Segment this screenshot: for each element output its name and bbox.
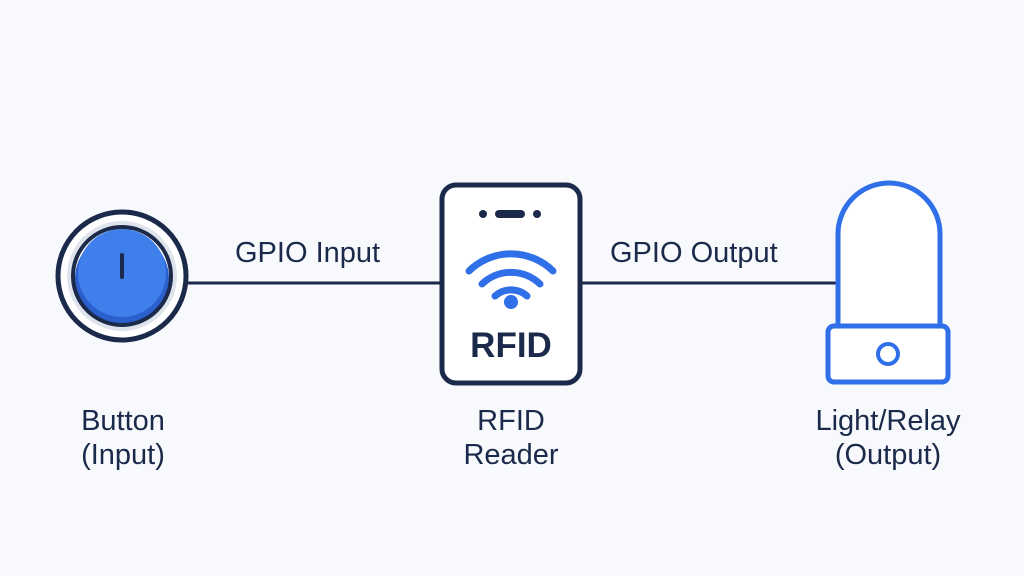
power-button-icon: [55, 209, 189, 343]
light-relay-caption-line1: Light/Relay: [815, 405, 961, 437]
rfid-reader-caption-line1: RFID: [477, 405, 545, 437]
edge-label-gpio-output: GPIO Output: [610, 237, 778, 269]
rfid-device-text: RFID: [470, 326, 552, 365]
wireless-signal-icon: [465, 250, 557, 300]
light-relay-icon: [825, 180, 951, 385]
light-relay-caption-line2: (Output): [834, 439, 942, 471]
button-caption: Button (Input): [42, 404, 204, 472]
button-caption-line2: (Input): [81, 439, 165, 471]
edge-label-gpio-input: GPIO Input: [235, 237, 381, 269]
rfid-reader-caption: RFID Reader: [431, 404, 591, 472]
rfid-reader-icon: RFID: [439, 182, 583, 386]
button-caption-line1: Button: [81, 405, 165, 437]
light-relay-caption: Light/Relay (Output): [790, 404, 986, 472]
rfid-reader-caption-line2: Reader: [463, 439, 559, 471]
